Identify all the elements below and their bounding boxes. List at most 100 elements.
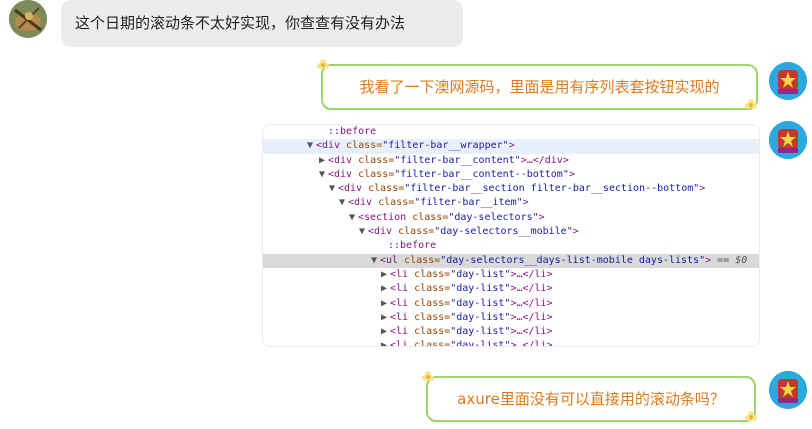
attr-name: class= xyxy=(408,326,451,338)
flower-icon xyxy=(422,371,434,381)
tag-close: >…</li> xyxy=(510,311,553,323)
tag-open: <ul xyxy=(380,254,399,266)
tag-close: > xyxy=(568,168,575,180)
tag-close: >…</li> xyxy=(510,268,553,280)
tag-close: > xyxy=(699,183,706,195)
code-line: ▼<div class="day-selectors__mobile"> xyxy=(263,225,759,239)
code-line: ▼<div class="filter-bar__wrapper"> xyxy=(263,139,759,154)
tag-open: <li xyxy=(390,326,409,338)
attr-value: "day-list" xyxy=(450,340,511,347)
attr-name: class= xyxy=(408,311,451,323)
code-line: ▶<li class="day-list">…</li> xyxy=(263,297,759,311)
avatar-icon xyxy=(769,121,807,159)
flower-icon xyxy=(745,99,757,109)
tag-open: <section xyxy=(358,211,407,223)
code-line: ::before xyxy=(263,239,759,253)
attr-name: class= xyxy=(352,154,395,166)
attr-value: "filter-bar__content" xyxy=(394,154,521,166)
flower-icon xyxy=(745,411,757,421)
expand-right-icon: ▶ xyxy=(381,311,388,323)
code-line: ▼<ul class="day-selectors__days-list-mob… xyxy=(263,253,759,268)
code-line: ▼<div class="filter-bar__content--bottom… xyxy=(263,168,759,182)
tag-open: <div xyxy=(328,168,353,180)
avatar-icon xyxy=(9,0,47,38)
tag-close: > xyxy=(508,140,515,152)
attr-name: class= xyxy=(408,268,451,280)
code-line: ▶<li class="day-list">…</li> xyxy=(263,325,759,339)
expand-down-icon: ▼ xyxy=(349,211,356,223)
tag-open: <li xyxy=(390,340,409,347)
pseudo-element: ::before xyxy=(388,240,437,252)
expand-right-icon: ▶ xyxy=(319,154,326,166)
expand-down-icon: ▼ xyxy=(329,183,336,195)
expand-right-icon: ▶ xyxy=(381,268,388,280)
attr-name: class= xyxy=(372,197,415,209)
code-line: ▼<div class="filter-bar__item"> xyxy=(263,196,759,210)
attr-value: "day-list" xyxy=(450,297,511,309)
avatar-right[interactable] xyxy=(769,121,807,159)
attr-value: "day-list" xyxy=(450,283,511,295)
attr-name: class= xyxy=(408,283,451,295)
attr-name: class= xyxy=(408,340,451,347)
avatar-right[interactable] xyxy=(769,371,807,409)
code-line: ▶<li class="day-list">…</li> xyxy=(263,282,759,296)
attr-name: class= xyxy=(392,226,435,238)
message-bubble-outgoing: axure里面没有可以直接用的滚动条吗？ xyxy=(426,376,756,422)
message-text: 我看了一下澳网源码，里面是用有序列表套按钮实现的 xyxy=(359,78,720,96)
attr-name: class= xyxy=(340,140,383,152)
expand-right-icon: ▶ xyxy=(381,283,388,295)
avatar-icon xyxy=(769,62,807,100)
code-line: ▶<div class="filter-bar__content">…</div… xyxy=(263,154,759,168)
code-line: ▶<li class="day-list">…</li> xyxy=(263,339,759,347)
tag-open: <div xyxy=(348,197,373,209)
avatar-left[interactable] xyxy=(9,0,47,38)
attr-value: "filter-bar__section filter-bar__section… xyxy=(404,183,700,195)
code-line: ▼<section class="day-selectors"> xyxy=(263,211,759,225)
tag-open: <li xyxy=(390,283,409,295)
tag-close: > xyxy=(538,211,545,223)
message-text: 这个日期的滚动条不太好实现，你查查有没有办法 xyxy=(75,14,406,32)
tag-close: >…</li> xyxy=(510,297,553,309)
attr-value: "filter-bar__content--bottom" xyxy=(394,168,569,180)
tag-open: <div xyxy=(328,154,353,166)
expand-down-icon: ▼ xyxy=(339,197,346,209)
attr-value: "filter-bar__item" xyxy=(414,197,523,209)
attr-name: class= xyxy=(352,168,395,180)
attr-name: class= xyxy=(406,211,449,223)
tag-close: > xyxy=(522,197,529,209)
tag-open: <div xyxy=(316,140,341,152)
tag-close: >…</li> xyxy=(510,326,553,338)
attr-name: class= xyxy=(398,254,441,266)
tag-close: >…</li> xyxy=(510,340,553,347)
tag-open: <div xyxy=(338,183,363,195)
code-line: ▶<li class="day-list">…</li> xyxy=(263,268,759,282)
tag-close: >…</li> xyxy=(510,283,553,295)
attr-value: "day-list" xyxy=(450,326,511,338)
attr-name: class= xyxy=(362,183,405,195)
tag-close: > xyxy=(705,254,712,266)
tag-close: > xyxy=(572,226,579,238)
image-message-devtools-code[interactable]: ::before▼<div class="filter-bar__wrapper… xyxy=(262,124,760,347)
flower-icon xyxy=(317,59,329,69)
code-line: ::before xyxy=(263,125,759,139)
expand-down-icon: ▼ xyxy=(371,254,378,266)
expand-right-icon: ▶ xyxy=(381,340,388,347)
attr-value: "day-selectors" xyxy=(448,211,539,223)
tag-close: >…</div> xyxy=(520,154,569,166)
message-text: axure里面没有可以直接用的滚动条吗？ xyxy=(457,390,725,408)
attr-value: "day-list" xyxy=(450,311,511,323)
avatar-right[interactable] xyxy=(769,62,807,100)
expand-down-icon: ▼ xyxy=(359,226,366,238)
expand-down-icon: ▼ xyxy=(307,140,314,152)
expand-right-icon: ▶ xyxy=(381,326,388,338)
attr-value: "filter-bar__wrapper" xyxy=(382,140,509,152)
pseudo-element: ::before xyxy=(328,126,377,137)
tag-open: <li xyxy=(390,297,409,309)
tag-open: <li xyxy=(390,311,409,323)
attr-name: class= xyxy=(408,297,451,309)
expand-down-icon: ▼ xyxy=(319,168,326,180)
avatar-icon xyxy=(769,371,807,409)
attr-value: "day-selectors__mobile" xyxy=(434,226,573,238)
selected-marker: == $0 xyxy=(711,254,748,266)
message-bubble-incoming: 这个日期的滚动条不太好实现，你查查有没有办法 xyxy=(61,0,463,47)
